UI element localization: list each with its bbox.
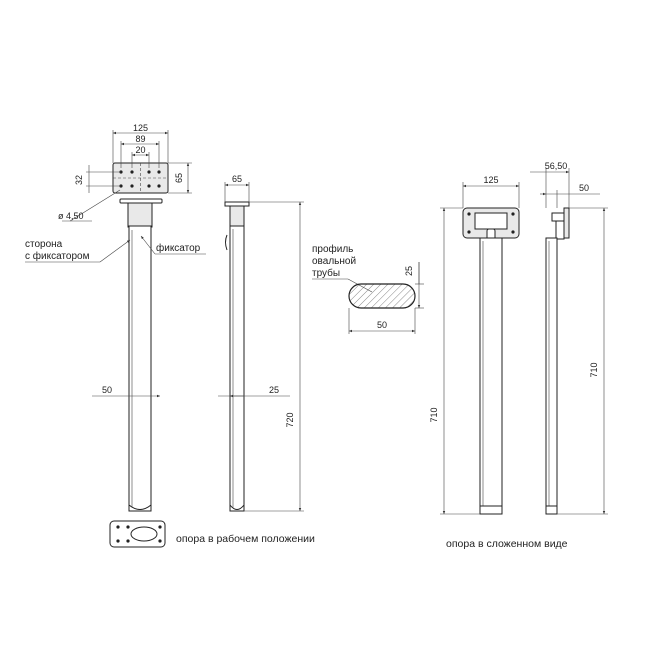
caption-working: опора в рабочем положении bbox=[176, 533, 315, 545]
label-profile-line2: овальной bbox=[312, 256, 356, 267]
dim-20: 20 bbox=[135, 145, 145, 155]
oval-tube-profile bbox=[348, 283, 416, 309]
mount-hole bbox=[130, 184, 134, 188]
mount-hole bbox=[157, 170, 161, 174]
callout-side-with-latch: сторона с фиксатором bbox=[25, 239, 131, 263]
mount-hole bbox=[130, 170, 134, 174]
side-view-folded: 56,50 50 710 bbox=[530, 161, 608, 515]
dim-65-side: 65 bbox=[232, 174, 242, 184]
dim-oval-50: 50 bbox=[377, 320, 387, 330]
tube-side bbox=[229, 225, 245, 512]
mount-hole bbox=[157, 184, 161, 188]
dim-oval-25: 25 bbox=[404, 266, 414, 276]
mount-hole bbox=[147, 170, 151, 174]
dim-720: 720 bbox=[285, 412, 295, 427]
caption-folded: опора в сложенном виде bbox=[446, 538, 568, 550]
dim-89: 89 bbox=[135, 134, 145, 144]
dim-tube-25: 25 bbox=[269, 385, 279, 395]
dim-tube-50: 50 bbox=[102, 385, 112, 395]
dim-710-left: 710 bbox=[429, 407, 439, 422]
oval-profile-section: профиль овальной трубы 25 50 bbox=[312, 243, 424, 334]
dim-710-right: 710 bbox=[589, 362, 599, 377]
dim-hole-diameter: ø 4,50 bbox=[58, 211, 84, 221]
front-view-working: 125 89 20 32 65 ø 4,50 bbox=[58, 123, 192, 548]
label-side-line1: сторона bbox=[25, 239, 63, 250]
label-profile-line1: профиль bbox=[312, 243, 353, 255]
front-view-folded: 125 710 bbox=[429, 175, 520, 515]
tube-folded-side bbox=[545, 237, 558, 513]
dim-125-folded: 125 bbox=[483, 175, 498, 185]
mount-hole bbox=[147, 184, 151, 188]
label-side-line2: с фиксатором bbox=[25, 250, 90, 262]
dim-65-plate: 65 bbox=[174, 173, 184, 183]
dim-32: 32 bbox=[74, 175, 84, 185]
dim-125-top: 125 bbox=[133, 123, 148, 133]
side-view-working: 65 25 720 bbox=[218, 174, 304, 512]
callout-latch: фиксатор bbox=[140, 235, 206, 255]
label-profile-line3: трубы bbox=[312, 267, 340, 279]
dim-56-50: 56,50 bbox=[545, 161, 568, 171]
label-latch: фиксатор bbox=[156, 242, 201, 254]
dim-50-folded: 50 bbox=[579, 183, 589, 193]
